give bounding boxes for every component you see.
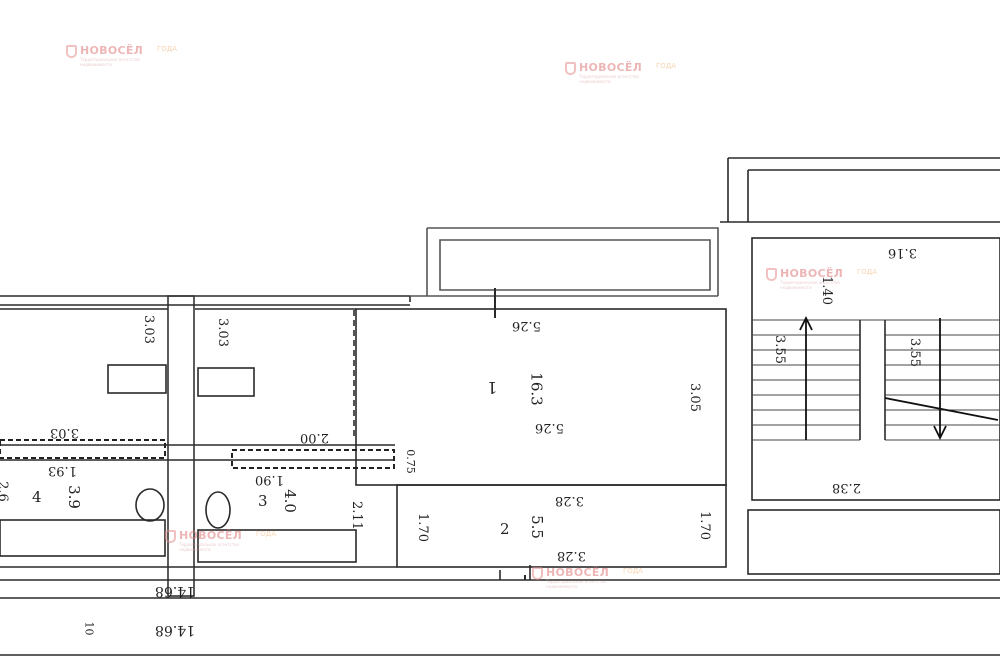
watermark-name: НОВОСЁЛ xyxy=(179,529,243,542)
watermark-badge: ГОДА xyxy=(157,45,178,53)
dim-outer-top: 14.68 xyxy=(155,583,196,599)
dim-corridor-len: 2.11 xyxy=(348,501,364,530)
dimension-line xyxy=(499,565,531,580)
stair-stringers xyxy=(859,320,886,440)
column xyxy=(167,295,195,597)
watermark-badge: ГОДА xyxy=(256,530,277,538)
partition-strip-right xyxy=(231,449,395,469)
window-mark xyxy=(494,288,526,580)
watermark-tag: Территориальное агентство недвижимости xyxy=(780,280,840,290)
house-icon xyxy=(66,45,77,58)
stove-left xyxy=(107,364,167,394)
dim-left-room-width: 1.93 xyxy=(48,463,77,478)
room-number-1: 1 xyxy=(487,378,498,397)
watermark-name: НОВОСЁЛ xyxy=(80,44,144,57)
house-icon xyxy=(565,62,576,75)
bath-area: 4.0 xyxy=(280,489,299,513)
left-number: 4 xyxy=(32,488,42,506)
outer-wall-top xyxy=(0,295,411,306)
stove-right xyxy=(197,367,255,397)
watermark-badge: ГОДА xyxy=(656,62,677,70)
watermark-badge: ГОДА xyxy=(857,268,878,276)
watermark-name: НОВОСЁЛ xyxy=(579,61,643,74)
stair-arrow-up xyxy=(799,315,813,440)
room-area-1: 16.3 xyxy=(527,372,546,406)
toilet xyxy=(205,491,231,529)
watermark-badge: ГОДА xyxy=(623,567,644,575)
dim-stair-bottom: 2.38 xyxy=(832,480,861,495)
stairwell xyxy=(751,237,1000,501)
dim-stair-small: 1.40 xyxy=(818,276,834,305)
lower-stair-box xyxy=(747,509,1000,575)
sink xyxy=(135,488,165,522)
outer-wall-bottom xyxy=(0,579,1000,656)
left-area: 3.9 xyxy=(64,485,83,509)
dim-kitchen-right: 3.03 xyxy=(140,315,156,344)
watermark-tag: Территориальное агентство недвижимости xyxy=(579,74,639,84)
house-icon xyxy=(165,530,176,543)
hall-area: 5.5 xyxy=(527,515,546,539)
dim-stair-right: 3.55 xyxy=(906,338,922,367)
hall-number: 2 xyxy=(500,520,510,538)
watermark-tag: Территориальное агентство недвижимости xyxy=(546,579,606,589)
partition-strip-left xyxy=(0,439,166,459)
bathtub-right xyxy=(197,529,357,563)
house-icon xyxy=(532,567,543,580)
watermark-name: НОВОСЁЛ xyxy=(780,267,844,280)
dim-hall-right: 1.70 xyxy=(696,511,712,540)
dim-corridor-width: 2.00 xyxy=(300,430,329,445)
dim-room-height: 3.05 xyxy=(686,383,702,412)
watermark-name: НОВОСЁЛ xyxy=(546,566,610,579)
dim-bath-width: 1.90 xyxy=(255,472,284,487)
bathtub-left xyxy=(0,519,166,557)
dim-kitchen-right-2: 3.03 xyxy=(214,318,230,347)
dim-hall-left: 1.70 xyxy=(414,513,430,542)
small-box: 10 xyxy=(82,621,96,636)
bath-number: 3 xyxy=(258,492,268,510)
dim-stair-left: 3.55 xyxy=(771,335,787,364)
stair-steps xyxy=(752,319,1000,441)
dim-kitchen-left: 3.03 xyxy=(50,425,79,440)
watermark-tag: Территориальное агентство недвижимости xyxy=(179,542,239,552)
dim-room-width: 5.26 xyxy=(535,420,564,435)
balcony xyxy=(410,227,719,297)
house-icon xyxy=(766,268,777,281)
dim-partition: 0.75 xyxy=(403,449,417,474)
stair-block-outline xyxy=(720,157,1000,223)
stair-arrow-down xyxy=(884,318,999,441)
dim-left-edge: 2.6 xyxy=(0,481,10,502)
hall-room xyxy=(396,484,727,568)
dim-stair-top-width: 3.16 xyxy=(888,245,917,260)
dim-outer-bottom: 14.68 xyxy=(155,622,196,638)
dim-hall-bottom: 3.28 xyxy=(557,548,586,563)
left-rooms xyxy=(0,308,397,568)
dim-hall-top: 3.28 xyxy=(555,493,584,508)
watermark-tag: Территориальное агентство недвижимости xyxy=(80,57,140,67)
dim-balcony-top: 5.26 xyxy=(512,318,541,333)
